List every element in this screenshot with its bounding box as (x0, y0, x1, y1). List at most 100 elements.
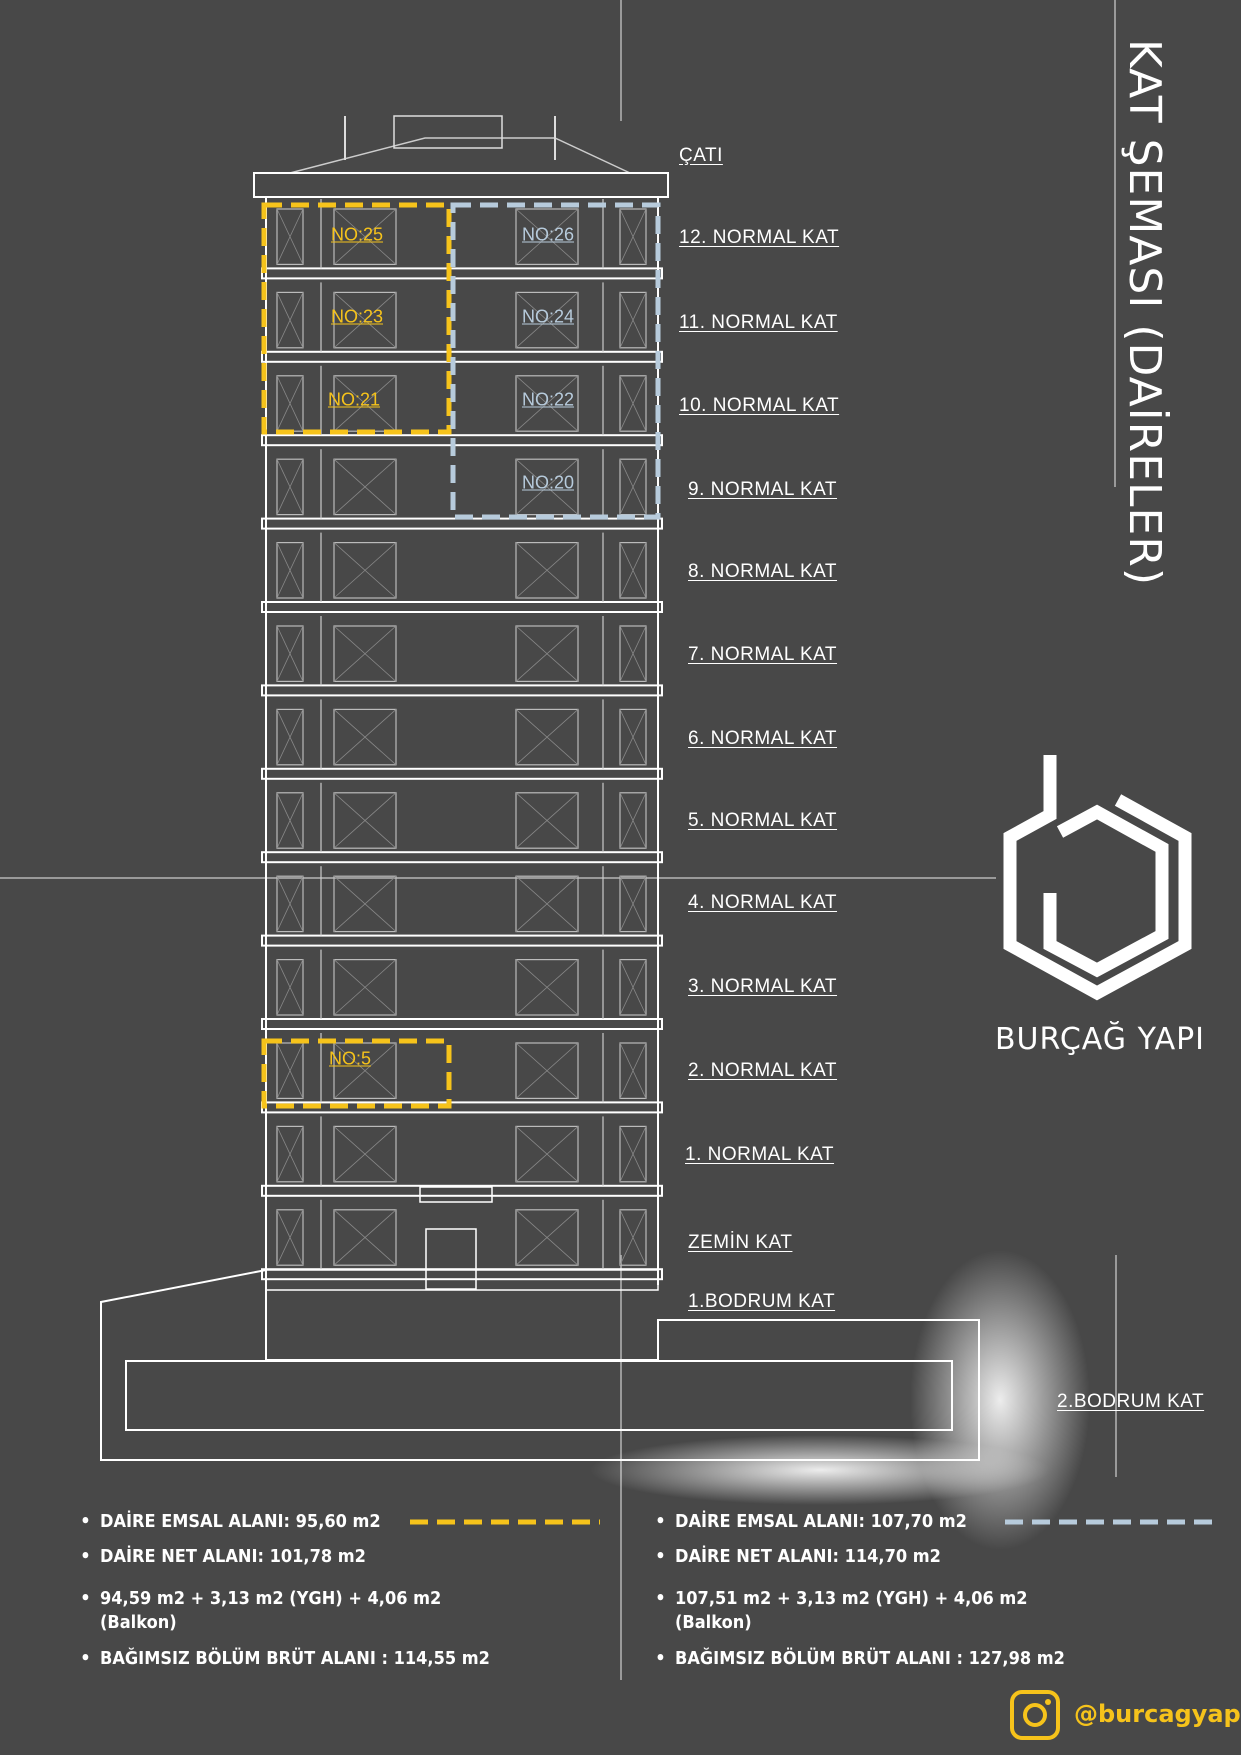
floor-label-4: 4. NORMAL KAT (688, 892, 838, 913)
floor-label-5: 5. NORMAL KAT (688, 810, 838, 831)
unit-box-yellow-upper (261, 202, 452, 435)
floor-slab (261, 1268, 663, 1281)
window (333, 291, 397, 349)
window (619, 1209, 647, 1266)
window (619, 291, 647, 349)
unit-label: NO:23 (330, 306, 384, 327)
floor-label-6: 6. NORMAL KAT (688, 728, 838, 749)
entrance-canopy (419, 1186, 493, 1203)
window (515, 875, 579, 933)
window (276, 708, 304, 766)
window (333, 625, 397, 683)
left-info-net: DAİRE NET ALANI: 101,78 m2 (80, 1546, 366, 1567)
window (276, 291, 304, 349)
window (333, 541, 397, 599)
right-info-breakdown: 107,51 m2 + 3,13 m2 (YGH) + 4,06 m2 (655, 1588, 1027, 1609)
window (333, 792, 397, 849)
instagram-icon (1010, 1690, 1060, 1740)
floor-slab (261, 434, 663, 447)
window (515, 1125, 579, 1183)
right-info-emsal: DAİRE EMSAL ALANI: 107,70 m2 (655, 1511, 967, 1532)
window (515, 291, 579, 349)
window (276, 1209, 304, 1266)
instagram-handle[interactable]: @burcagyapi (1074, 1700, 1241, 1728)
window (333, 458, 397, 516)
unit-label: NO:25 (330, 224, 384, 245)
floor-label-basement-1: 1.BODRUM KAT (688, 1291, 836, 1312)
floor-slab (261, 601, 663, 613)
floor-slab (261, 767, 663, 780)
floor-label-ground: ZEMİN KAT (688, 1232, 793, 1253)
floor-slab (261, 517, 663, 530)
right-info-balkon: (Balkon) (675, 1612, 752, 1633)
floor-slab (261, 1101, 663, 1114)
window (333, 875, 397, 933)
unit-label: NO:21 (327, 389, 381, 410)
floor-label-10: 10. NORMAL KAT (679, 395, 840, 416)
left-info-breakdown: 94,59 m2 + 3,13 m2 (YGH) + 4,06 m2 (80, 1588, 441, 1609)
entrance-door (425, 1228, 477, 1290)
window (619, 792, 647, 849)
window (619, 208, 647, 266)
unit-label: NO:24 (521, 306, 575, 327)
floor-slab (261, 851, 663, 864)
floor-label-2: 2. NORMAL KAT (688, 1060, 838, 1081)
window (515, 958, 579, 1016)
window (276, 541, 304, 599)
window (276, 208, 304, 266)
window (619, 958, 647, 1016)
window (333, 1042, 397, 1100)
window (619, 375, 647, 432)
page-title: KAT ŞEMASI (DAİRELER) (1119, 39, 1170, 587)
unit-label: NO:22 (521, 389, 575, 410)
floor-slab (261, 350, 663, 363)
window (619, 541, 647, 599)
window (276, 792, 304, 849)
window (619, 625, 647, 683)
window (619, 1125, 647, 1183)
left-info-brut: BAĞIMSIZ BÖLÜM BRÜT ALANI : 114,55 m2 (80, 1648, 490, 1669)
window (515, 1042, 579, 1100)
floor-label-roof: ÇATI (679, 145, 723, 166)
window (619, 708, 647, 766)
floor-slab (261, 1184, 663, 1197)
window (515, 625, 579, 683)
window (515, 541, 579, 599)
floor-label-11: 11. NORMAL KAT (679, 312, 838, 333)
window (515, 208, 579, 266)
left-info-balkon: (Balkon) (100, 1612, 177, 1633)
floor-slab (261, 267, 663, 280)
window (515, 1209, 579, 1266)
unit-box-blue (450, 202, 661, 520)
window (333, 708, 397, 766)
window (276, 875, 304, 933)
floor-label-3: 3. NORMAL KAT (688, 976, 838, 997)
floor-label-basement-2: 2.BODRUM KAT (1057, 1391, 1205, 1412)
window (619, 1042, 647, 1100)
right-info-brut: BAĞIMSIZ BÖLÜM BRÜT ALANI : 127,98 m2 (655, 1648, 1065, 1669)
window (515, 792, 579, 849)
floor-label-9: 9. NORMAL KAT (688, 479, 838, 500)
window (276, 1125, 304, 1183)
left-info-emsal: DAİRE EMSAL ALANI: 95,60 m2 (80, 1511, 380, 1532)
window (333, 1125, 397, 1183)
floor-label-1: 1. NORMAL KAT (685, 1144, 835, 1165)
window (333, 1209, 397, 1266)
floor-slab (261, 684, 663, 697)
window (333, 958, 397, 1016)
window (276, 958, 304, 1016)
window (276, 625, 304, 683)
brand-name: BURÇAĞ YAPI (994, 1022, 1206, 1057)
window (619, 875, 647, 933)
window (515, 375, 579, 432)
right-info-net: DAİRE NET ALANI: 114,70 m2 (655, 1546, 941, 1567)
window (333, 208, 397, 266)
floor-slab (261, 1018, 663, 1030)
floor-label-8: 8. NORMAL KAT (688, 561, 838, 582)
hexagon-b-logo (1003, 755, 1192, 1001)
unit-label: NO:20 (521, 472, 575, 493)
window (276, 1042, 304, 1100)
floor-label-7: 7. NORMAL KAT (688, 644, 838, 665)
window (515, 708, 579, 766)
